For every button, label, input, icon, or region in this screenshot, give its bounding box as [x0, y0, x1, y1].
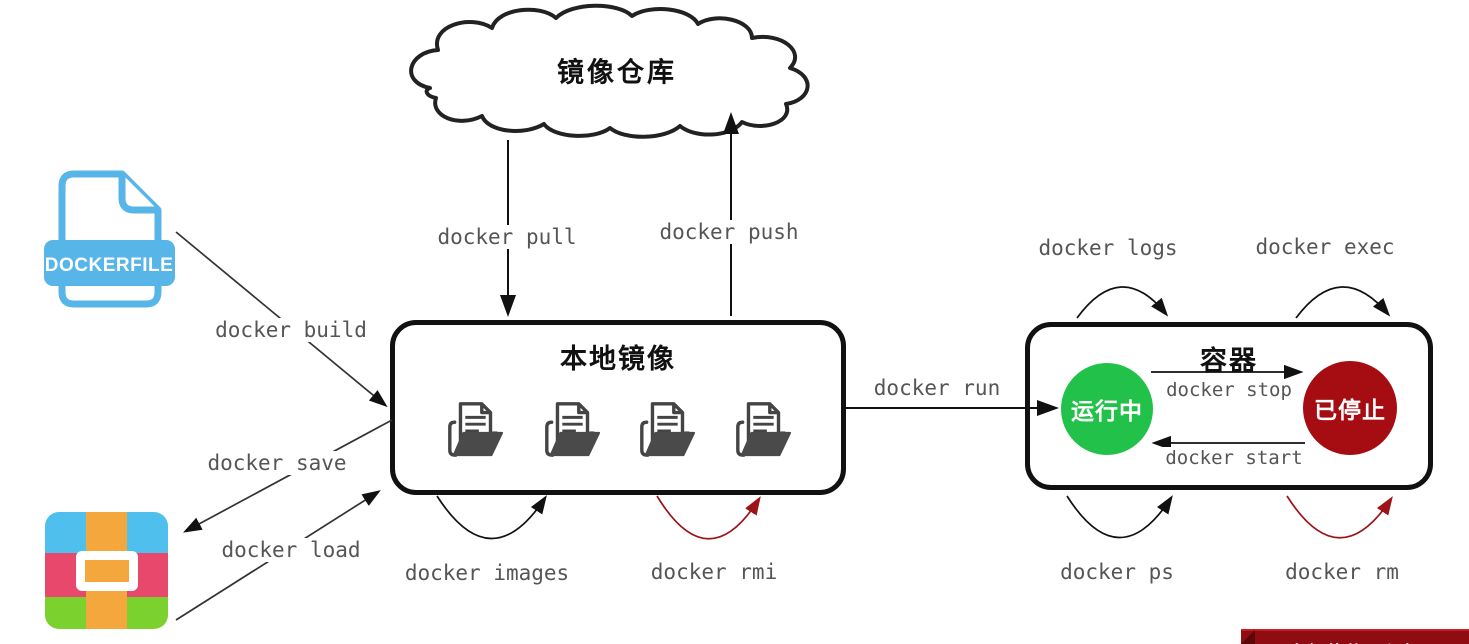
- local-images-title: 本地镜像: [560, 344, 676, 374]
- running-state-label: 运行中: [1071, 398, 1143, 424]
- label-docker-start: docker start: [1161, 447, 1307, 469]
- registry-cloud-label: 镜像仓库: [557, 57, 677, 88]
- label-docker-images: docker images: [400, 561, 574, 585]
- arrow-docker-images: [436, 495, 547, 540]
- dockerfile-icon: DOCKERFILE: [42, 168, 177, 313]
- arrow-docker-ps: [1066, 495, 1173, 539]
- arrow-docker-save: [183, 419, 393, 533]
- arrow-docker-exec: [1295, 286, 1391, 319]
- stopped-state-label: 已停止: [1314, 397, 1386, 423]
- label-docker-stop: docker stop: [1162, 379, 1296, 401]
- stopped-state-circle: 已停止: [1303, 361, 1397, 455]
- label-docker-run: docker run: [869, 376, 1005, 400]
- label-docker-logs: docker logs: [1034, 236, 1182, 260]
- image-file-icon: [636, 398, 698, 460]
- watermark-ribbon: 高级软件工程师: [1241, 629, 1469, 644]
- label-docker-load: docker load: [217, 538, 365, 562]
- arrow-docker-rm: [1286, 495, 1393, 539]
- label-docker-ps: docker ps: [1056, 560, 1178, 584]
- arrow-docker-rmi: [656, 495, 761, 540]
- label-docker-push: docker push: [655, 220, 803, 244]
- archive-buckle: [75, 550, 138, 591]
- label-docker-pull: docker pull: [433, 225, 581, 249]
- image-file-icon: [541, 398, 603, 460]
- label-docker-build: docker build: [211, 318, 371, 342]
- container-title: 容器: [1200, 346, 1258, 376]
- running-state-circle: 运行中: [1061, 363, 1153, 455]
- label-docker-exec: docker exec: [1251, 235, 1399, 259]
- arrow-docker-logs: [1076, 286, 1169, 319]
- label-docker-rmi: docker rmi: [646, 560, 782, 584]
- image-file-icon: [732, 398, 794, 460]
- label-docker-rm: docker rm: [1281, 560, 1403, 584]
- archive-tar-icon: [45, 512, 168, 629]
- label-docker-save: docker save: [203, 451, 351, 475]
- image-file-icon: [444, 398, 506, 460]
- dockerfile-label: DOCKERFILE: [45, 255, 174, 276]
- watermark-text: 高级软件工程师: [1289, 638, 1422, 644]
